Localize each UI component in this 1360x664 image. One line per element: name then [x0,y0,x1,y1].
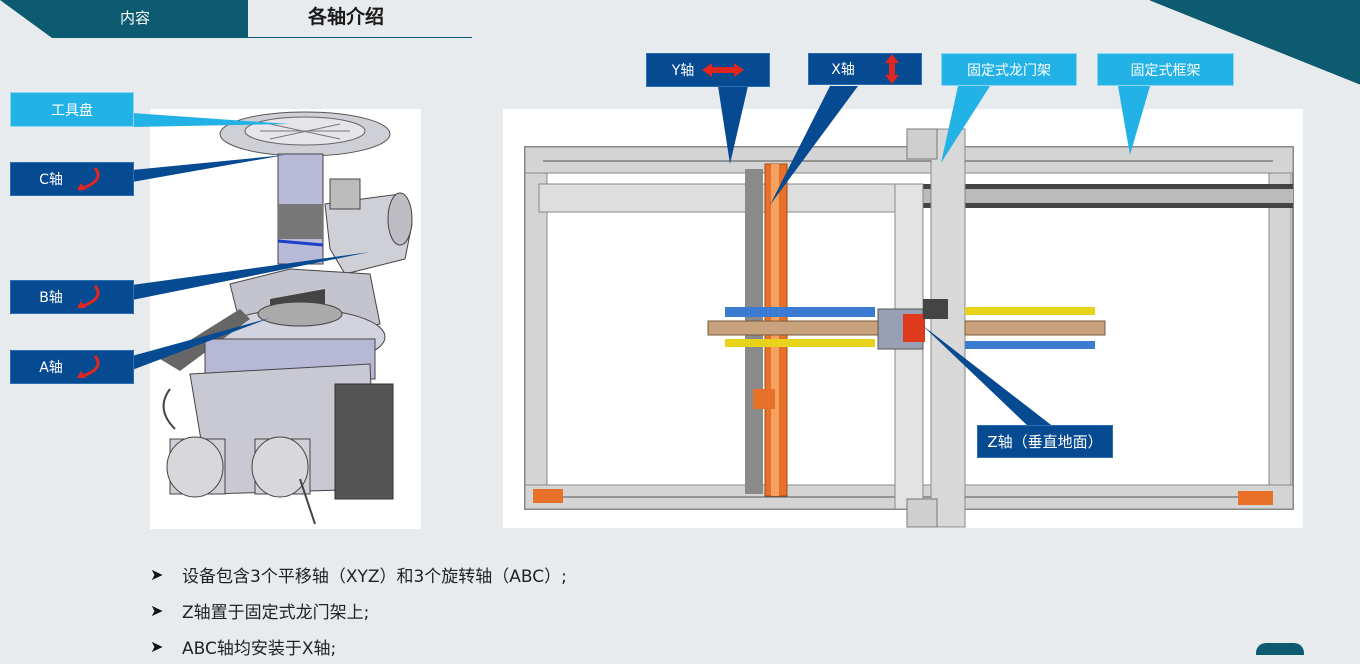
left-leader-lines [132,113,370,370]
x-axis-label: X轴 [808,53,922,85]
x-axis-label-text: X轴 [831,62,855,78]
fixed-gantry-label-text: 固定式龙门架 [967,62,1051,79]
arrow-bullet-icon: ➤ [150,636,164,656]
y-axis-label-text: Y轴 [671,63,695,79]
fixed-frame-label-text: 固定式框架 [1130,62,1201,79]
vertical-double-arrow-icon [884,54,899,84]
header-tab-label: 内容 [120,9,151,27]
fixed-frame-label: 固定式框架 [1097,53,1234,86]
corner-decoration [1150,0,1360,85]
list-item: ➤ Z轴置于固定式龙门架上; [150,592,567,628]
page-title: 各轴介绍 [308,6,385,28]
horizontal-double-arrow-icon [702,63,745,77]
b-axis-label-text: B轴 [39,290,63,306]
a-axis-label: A轴 [10,350,134,384]
arrow-bullet-icon: ➤ [150,600,164,620]
list-item-text: Z轴置于固定式龙门架上; [182,602,370,623]
tool-plate-label: 工具盘 [10,92,134,127]
arrow-bullet-icon: ➤ [150,564,164,584]
c-axis-label-text: C轴 [39,172,63,188]
y-axis-label: Y轴 [646,53,770,87]
rotation-arrow-icon [76,285,100,308]
c-axis-label: C轴 [10,162,134,196]
rotation-arrow-icon [76,167,100,190]
list-item-text: 设备包含3个平移轴（XYZ）和3个旋转轴（ABC）; [182,566,567,587]
list-item: ➤ 设备包含3个平移轴（XYZ）和3个旋转轴（ABC）; [150,556,567,592]
list-item-text: ABC轴均安装于X轴; [182,638,337,659]
right-leader-lines [718,86,1150,428]
rotation-arrow-icon [76,355,100,378]
b-axis-label: B轴 [10,280,134,314]
fixed-gantry-label: 固定式龙门架 [941,53,1077,86]
a-axis-label-text: A轴 [39,360,63,376]
z-axis-label: Z轴（垂直地面） [977,425,1113,458]
page-corner-marker [1256,643,1304,655]
gantry-top-view-illustration [524,128,1294,528]
title-underline [248,37,472,38]
list-item: ➤ ABC轴均安装于X轴; [150,628,567,664]
z-axis-label-text: Z轴（垂直地面） [987,433,1103,451]
tool-plate-label-text: 工具盘 [51,102,93,119]
bullet-list: ➤ 设备包含3个平移轴（XYZ）和3个旋转轴（ABC）; ➤ Z轴置于固定式龙门… [150,556,567,664]
